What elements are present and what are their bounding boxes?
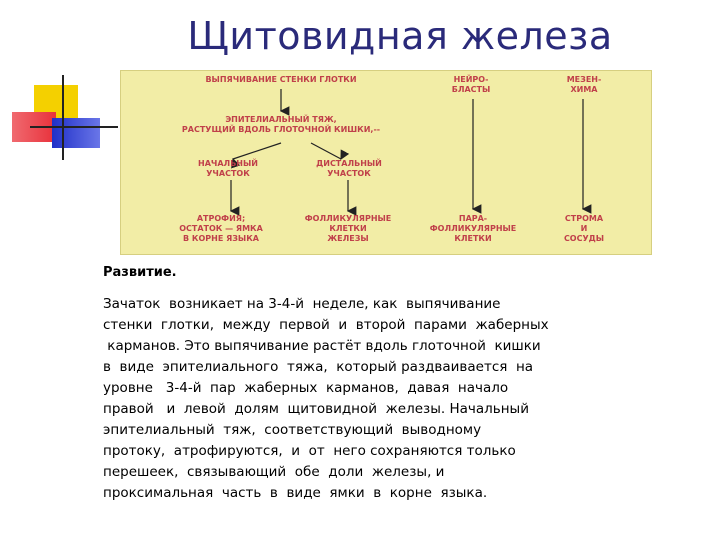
arrow-cord-to-distal: [311, 143, 341, 159]
node-epithelial-cord: ЭПИТЕЛИАЛЬНЫЙ ТЯЖ, РАСТУЩИЙ ВДОЛЬ ГЛОТОЧ…: [182, 115, 380, 135]
arrow-cord-to-initial: [233, 143, 281, 159]
page-title: Щитовидная железа: [150, 14, 650, 58]
node-atrophy: АТРОФИЯ; ОСТАТОК — ЯМКА В КОРНЕ ЯЗЫКА: [179, 214, 263, 244]
node-follicular: ФОЛЛИКУЛЯРНЫЕ КЛЕТКИ ЖЕЛЕЗЫ: [305, 214, 392, 244]
decor-horizontal-line: [30, 126, 118, 128]
text-line: в виде эпителиального тяжа, который разд…: [103, 357, 703, 378]
node-mesenchyme: МЕЗЕН- ХИМА: [567, 75, 602, 95]
decor-vertical-line: [62, 75, 64, 160]
node-outpouching: ВЫПЯЧИВАНИЕ СТЕНКИ ГЛОТКИ: [205, 75, 356, 85]
text-line: Зачаток возникает на 3-4-й неделе, как в…: [103, 294, 703, 315]
node-distal-part: ДИСТАЛЬНЫЙ УЧАСТОК: [316, 159, 382, 179]
text-line: правой и левой долям щитовидной железы. …: [103, 399, 703, 420]
text-line: проксимальная часть в виде ямки в корне …: [103, 483, 703, 504]
decor-blue-square: [52, 118, 100, 148]
text-line: протоку, атрофируются, и от него сохраня…: [103, 441, 703, 462]
development-diagram: ВЫПЯЧИВАНИЕ СТЕНКИ ГЛОТКИ ЭПИТЕЛИАЛЬНЫЙ …: [120, 70, 652, 255]
node-initial-part: НАЧАЛЬНЫЙ УЧАСТОК: [198, 159, 258, 179]
text-line: стенки глотки, между первой и второй пар…: [103, 315, 703, 336]
section-heading: Развитие.: [103, 265, 177, 280]
node-parafollicular: ПАРА- ФОЛЛИКУЛЯРНЫЕ КЛЕТКИ: [430, 214, 517, 244]
node-neuroblasts: НЕЙРО- БЛАСТЫ: [452, 75, 491, 95]
text-line: перешеек, связывающий обе доли железы, и: [103, 462, 703, 483]
text-line: уровне 3-4-й пар жаберных карманов, дава…: [103, 378, 703, 399]
development-paragraph: Зачаток возникает на 3-4-й неделе, как в…: [103, 294, 703, 504]
node-stroma: СТРОМА И СОСУДЫ: [564, 214, 604, 244]
text-line: эпителиальный тяж, соответствующий вывод…: [103, 420, 703, 441]
text-line: карманов. Это выпячивание растёт вдоль г…: [103, 336, 703, 357]
